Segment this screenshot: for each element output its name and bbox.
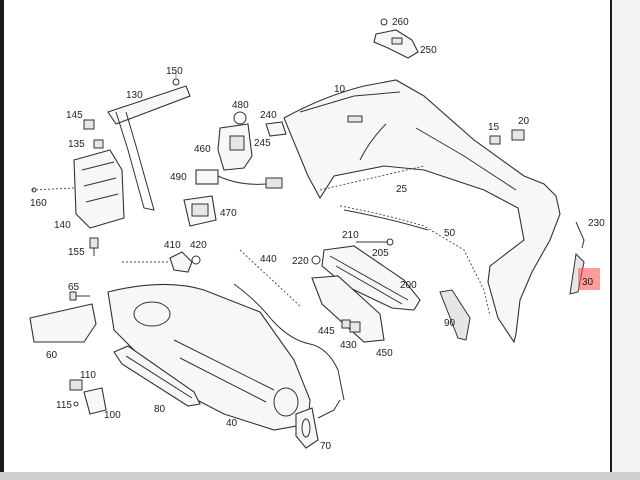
label-65: 65	[68, 282, 80, 293]
label-110: 110	[80, 370, 96, 381]
label-240: 240	[260, 110, 277, 121]
label-410: 410	[164, 240, 181, 251]
label-140: 140	[54, 220, 71, 231]
part-bolt-155[interactable]	[89, 237, 99, 256]
label-230: 230	[588, 218, 605, 229]
part-module-470[interactable]	[183, 195, 217, 227]
label-10: 10	[334, 84, 346, 95]
label-205: 205	[372, 248, 389, 259]
part-bumper-shell[interactable]	[283, 79, 561, 344]
label-210: 210	[342, 230, 359, 241]
label-470: 470	[220, 208, 237, 219]
label-245: 245	[254, 138, 271, 149]
diagram-sheet: 260 250 150 130 145 135	[4, 0, 610, 472]
part-insert-450[interactable]	[311, 275, 385, 343]
label-30: 30	[582, 277, 594, 288]
label-25: 25	[396, 184, 408, 195]
part-clip-145[interactable]	[83, 119, 95, 130]
label-160: 160	[30, 198, 47, 209]
part-nut-220[interactable]	[311, 255, 321, 265]
label-450: 450	[376, 348, 393, 359]
part-connector-490[interactable]	[195, 169, 283, 189]
part-clip-20[interactable]	[511, 129, 525, 141]
part-trim-90[interactable]	[439, 289, 471, 341]
label-115: 115	[56, 400, 72, 411]
part-clip-15[interactable]	[489, 135, 501, 145]
part-sensor-module[interactable]	[217, 111, 253, 171]
label-60: 60	[46, 350, 58, 361]
part-bracket-410[interactable]	[122, 251, 201, 273]
label-90: 90	[444, 318, 456, 329]
label-200: 200	[400, 280, 417, 291]
label-490: 490	[170, 172, 187, 183]
part-bolt-65[interactable]	[69, 291, 90, 301]
part-trim-strip-50[interactable]	[339, 205, 491, 317]
part-bracket-110[interactable]	[69, 379, 83, 391]
part-diffuser-40[interactable]	[107, 283, 311, 431]
label-440: 440	[260, 254, 277, 265]
label-260: 260	[392, 17, 409, 28]
label-15: 15	[488, 122, 500, 133]
part-clip-445[interactable]	[341, 319, 351, 329]
part-rail-80[interactable]	[113, 345, 201, 407]
label-460: 460	[194, 144, 211, 155]
part-bracket-100[interactable]	[73, 387, 107, 415]
part-clip-240[interactable]	[265, 121, 287, 137]
label-100: 100	[104, 410, 121, 421]
part-strut[interactable]	[107, 72, 191, 211]
part-clip-430[interactable]	[349, 321, 361, 333]
label-155: 155	[68, 247, 85, 258]
parts-diagram: 260 250 150 130 145 135	[29, 17, 605, 452]
bottom-bar	[0, 472, 640, 480]
label-50: 50	[444, 228, 456, 239]
part-exhaust-trim-70[interactable]	[295, 399, 341, 449]
part-mount-140[interactable]	[31, 149, 125, 229]
part-clip-135[interactable]	[93, 139, 104, 149]
label-430: 430	[340, 340, 357, 351]
label-40: 40	[226, 418, 238, 429]
part-trim-30[interactable]	[569, 252, 585, 295]
label-130: 130	[126, 90, 143, 101]
label-250: 250	[420, 45, 437, 56]
part-reflector-60[interactable]	[29, 303, 97, 343]
part-bolt-210[interactable]	[356, 238, 394, 246]
label-445: 445	[318, 326, 335, 337]
part-wiring-440[interactable]	[233, 249, 345, 401]
side-panel	[612, 0, 640, 480]
label-150: 150	[166, 66, 183, 77]
label-220: 220	[292, 256, 309, 267]
label-20: 20	[518, 116, 530, 127]
part-bracket-top[interactable]	[373, 18, 419, 59]
label-145: 145	[66, 110, 83, 121]
label-80: 80	[154, 404, 166, 415]
highlight-box	[578, 268, 600, 290]
part-trim-230[interactable]	[575, 221, 585, 249]
part-insert-200[interactable]	[321, 245, 421, 311]
label-70: 70	[320, 441, 332, 452]
label-480: 480	[232, 100, 249, 111]
label-135: 135	[68, 139, 85, 150]
label-420: 420	[190, 240, 207, 251]
